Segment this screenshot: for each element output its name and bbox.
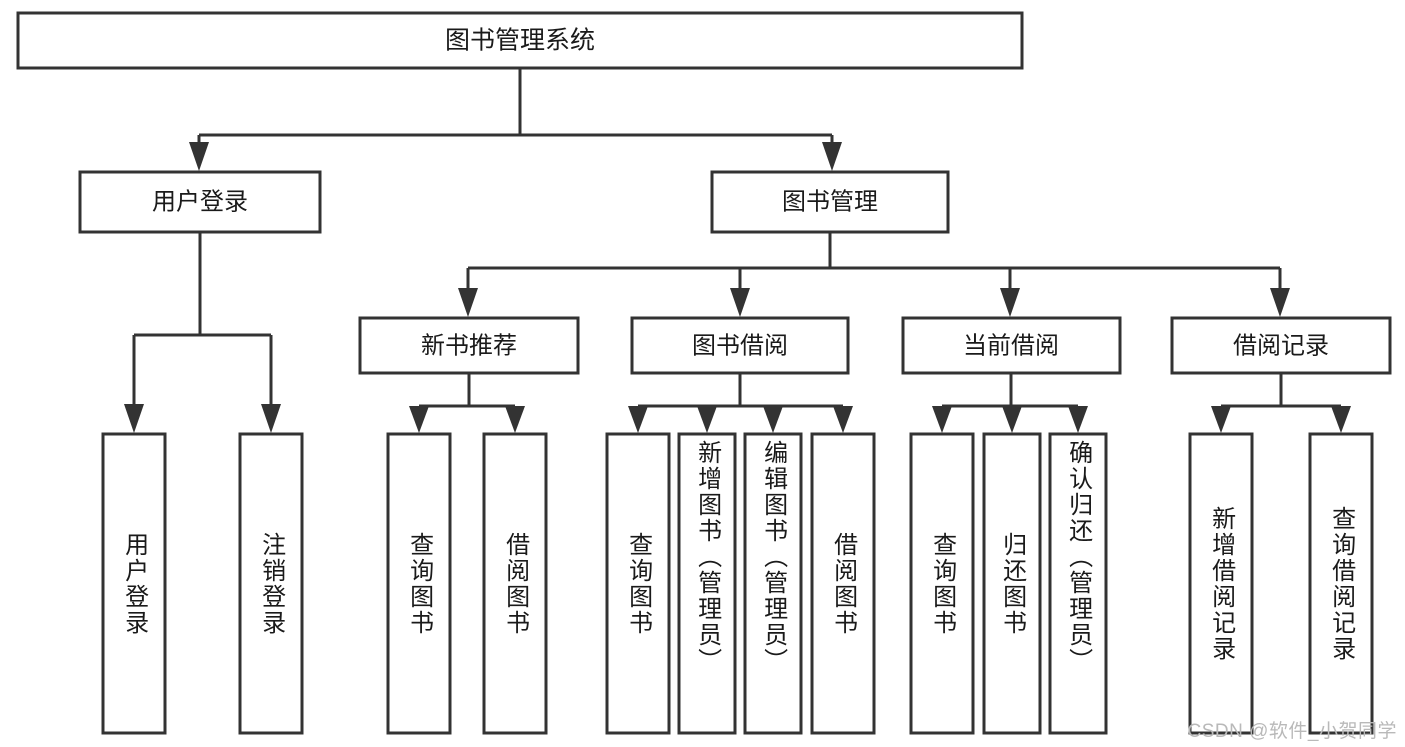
arrow-head-leaf-query-record <box>1331 406 1351 433</box>
leaf-box-query-record[interactable] <box>1308 432 1374 735</box>
node-new-book-rec[interactable]: 新书推荐 <box>358 316 580 375</box>
arrow-head-leaf-borrow-book-2 <box>833 406 853 433</box>
node-book-borrow-box[interactable] <box>630 316 850 375</box>
node-book-manage-box[interactable] <box>710 170 950 234</box>
node-borrow-record[interactable]: 借阅记录 <box>1170 316 1392 375</box>
leaf-box-add-book[interactable] <box>677 432 737 735</box>
node-user-login-label: 用户登录 <box>152 188 248 215</box>
arrow-head-leaf-user-login <box>124 404 144 433</box>
arrow-head-leaf-query-book-1 <box>409 406 429 433</box>
arrow-head-leaf-add-book <box>697 406 717 433</box>
arrow-head-leaf-add-record <box>1211 406 1231 433</box>
node-new-book-rec-box[interactable] <box>358 316 580 375</box>
node-current-borrow-label: 当前借阅 <box>963 332 1059 359</box>
node-book-manage[interactable]: 图书管理 <box>710 170 950 234</box>
leaf-box-query-book-2[interactable] <box>605 432 671 735</box>
connector-new-book-rec-to-leaves <box>409 373 525 433</box>
leaf-box-borrow-book-2[interactable] <box>810 432 876 735</box>
leaf-box-add-record[interactable] <box>1188 432 1254 735</box>
node-root-label: 图书管理系统 <box>445 27 595 55</box>
arrow-head-leaf-confirm-return <box>1068 406 1088 433</box>
node-new-book-rec-label: 新书推荐 <box>421 332 517 359</box>
arrow-head-leaf-logout <box>261 404 281 433</box>
connector-borrow-record-to-leaves <box>1211 373 1351 433</box>
connector-book-borrow-to-leaves <box>628 373 853 433</box>
node-current-borrow-box[interactable] <box>901 316 1122 375</box>
leaf-box-return-book[interactable] <box>982 432 1042 735</box>
leaf-box-confirm-return[interactable] <box>1048 432 1108 735</box>
node-root[interactable]: 图书管理系统 <box>16 11 1024 70</box>
leaf-box-query-book-1[interactable] <box>386 432 452 735</box>
node-current-borrow[interactable]: 当前借阅 <box>901 316 1122 375</box>
leaf-box-borrow-book-1[interactable] <box>482 432 548 735</box>
node-borrow-record-box[interactable] <box>1170 316 1392 375</box>
leaf-box-logout[interactable] <box>238 432 304 735</box>
leaf-box-edit-book[interactable] <box>743 432 803 735</box>
connector-current-borrow-to-leaves <box>932 373 1088 433</box>
arrow-head-user-login <box>189 142 209 171</box>
watermark-text: CSDN @软件_小贺同学 <box>1187 721 1397 742</box>
arrow-head-leaf-query-book-3 <box>932 406 952 433</box>
leaf-box-user-login[interactable] <box>101 432 167 735</box>
arrow-head-leaf-borrow-book-1 <box>505 406 525 433</box>
arrow-head-leaf-return-book <box>1002 406 1022 433</box>
connector-user-login-to-leaves <box>124 232 281 433</box>
node-root-box[interactable] <box>16 11 1024 70</box>
arrow-head-current-borrow <box>1000 288 1020 317</box>
node-borrow-record-label: 借阅记录 <box>1233 332 1329 359</box>
arrow-head-new-book-rec <box>458 288 478 317</box>
node-book-borrow[interactable]: 图书借阅 <box>630 316 850 375</box>
arrow-head-borrow-record <box>1270 288 1290 317</box>
connector-book-manage-to-level3 <box>458 232 1290 317</box>
arrow-head-leaf-query-book-2 <box>628 406 648 433</box>
node-book-borrow-label: 图书借阅 <box>692 332 788 359</box>
leaf-boxes <box>101 432 1374 735</box>
arrow-head-book-manage <box>822 142 842 171</box>
node-user-login[interactable]: 用户登录 <box>78 170 322 234</box>
arrow-head-book-borrow <box>730 288 750 317</box>
arrow-head-leaf-edit-book <box>763 406 783 433</box>
node-book-manage-label: 图书管理 <box>782 188 878 215</box>
connector-root-to-level2 <box>189 68 842 171</box>
leaf-box-query-book-3[interactable] <box>909 432 975 735</box>
